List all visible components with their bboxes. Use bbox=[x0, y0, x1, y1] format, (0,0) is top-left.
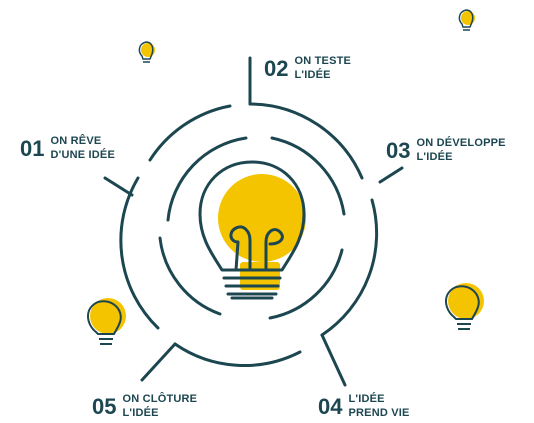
connector-03 bbox=[378, 166, 404, 184]
inner-ring-arc-4 bbox=[158, 236, 222, 316]
inner-ring-arc-2 bbox=[270, 136, 346, 216]
connector-01 bbox=[103, 176, 134, 197]
ring-arc-bottom bbox=[173, 342, 302, 367]
step-label: ON CLÔTURE L'IDÉE bbox=[122, 392, 197, 420]
step-label-line-2: D'UNE IDÉE bbox=[50, 149, 115, 161]
step-number: 01 bbox=[20, 136, 45, 161]
inner-ring-arc-3 bbox=[268, 248, 344, 320]
ring-arc-right bbox=[320, 198, 379, 337]
step-number: 04 bbox=[318, 394, 343, 419]
ring-arc-left bbox=[119, 176, 160, 330]
step-03: 03 ON DÉVELOPPE L'IDÉE bbox=[386, 136, 506, 164]
ring-arc-top-right bbox=[248, 102, 364, 180]
lightbulb-icon bbox=[138, 41, 155, 63]
step-04: 04 L'IDÉE PREND VIE bbox=[318, 392, 410, 420]
step-label: ON DÉVELOPPE L'IDÉE bbox=[416, 136, 505, 164]
step-label: ON RÊVE D'UNE IDÉE bbox=[50, 134, 115, 162]
step-number: 05 bbox=[92, 394, 117, 419]
step-label: L'IDÉE PREND VIE bbox=[348, 392, 409, 420]
step-label-line-1: ON TESTE bbox=[294, 55, 352, 67]
step-label-line-1: ON RÊVE bbox=[50, 135, 102, 147]
inner-ring-arc-1 bbox=[166, 136, 248, 222]
lightbulb-icon bbox=[458, 9, 475, 31]
step-label-line-2: L'IDÉE bbox=[294, 69, 331, 81]
lightbulb-icon bbox=[445, 283, 484, 330]
step-label-line-2: L'IDÉE bbox=[416, 151, 453, 163]
lightbulb-icon bbox=[87, 298, 126, 345]
step-label-line-1: L'IDÉE bbox=[348, 393, 385, 405]
ring-arc-top-left bbox=[148, 104, 232, 162]
step-label-line-2: PREND VIE bbox=[348, 407, 410, 419]
connector-05 bbox=[140, 342, 177, 382]
step-05: 05 ON CLÔTURE L'IDÉE bbox=[92, 392, 197, 420]
step-02: 02 ON TESTE L'IDÉE bbox=[264, 54, 351, 82]
step-label-line-1: ON DÉVELOPPE bbox=[416, 137, 506, 149]
step-number: 02 bbox=[264, 56, 289, 81]
step-label: ON TESTE L'IDÉE bbox=[294, 54, 351, 82]
step-label-line-2: L'IDÉE bbox=[122, 407, 159, 419]
step-label-line-1: ON CLÔTURE bbox=[122, 393, 198, 405]
step-01: 01 ON RÊVE D'UNE IDÉE bbox=[20, 134, 115, 162]
lightbulb-icon bbox=[198, 160, 306, 300]
step-number: 03 bbox=[386, 138, 411, 163]
connector-04 bbox=[320, 333, 347, 387]
